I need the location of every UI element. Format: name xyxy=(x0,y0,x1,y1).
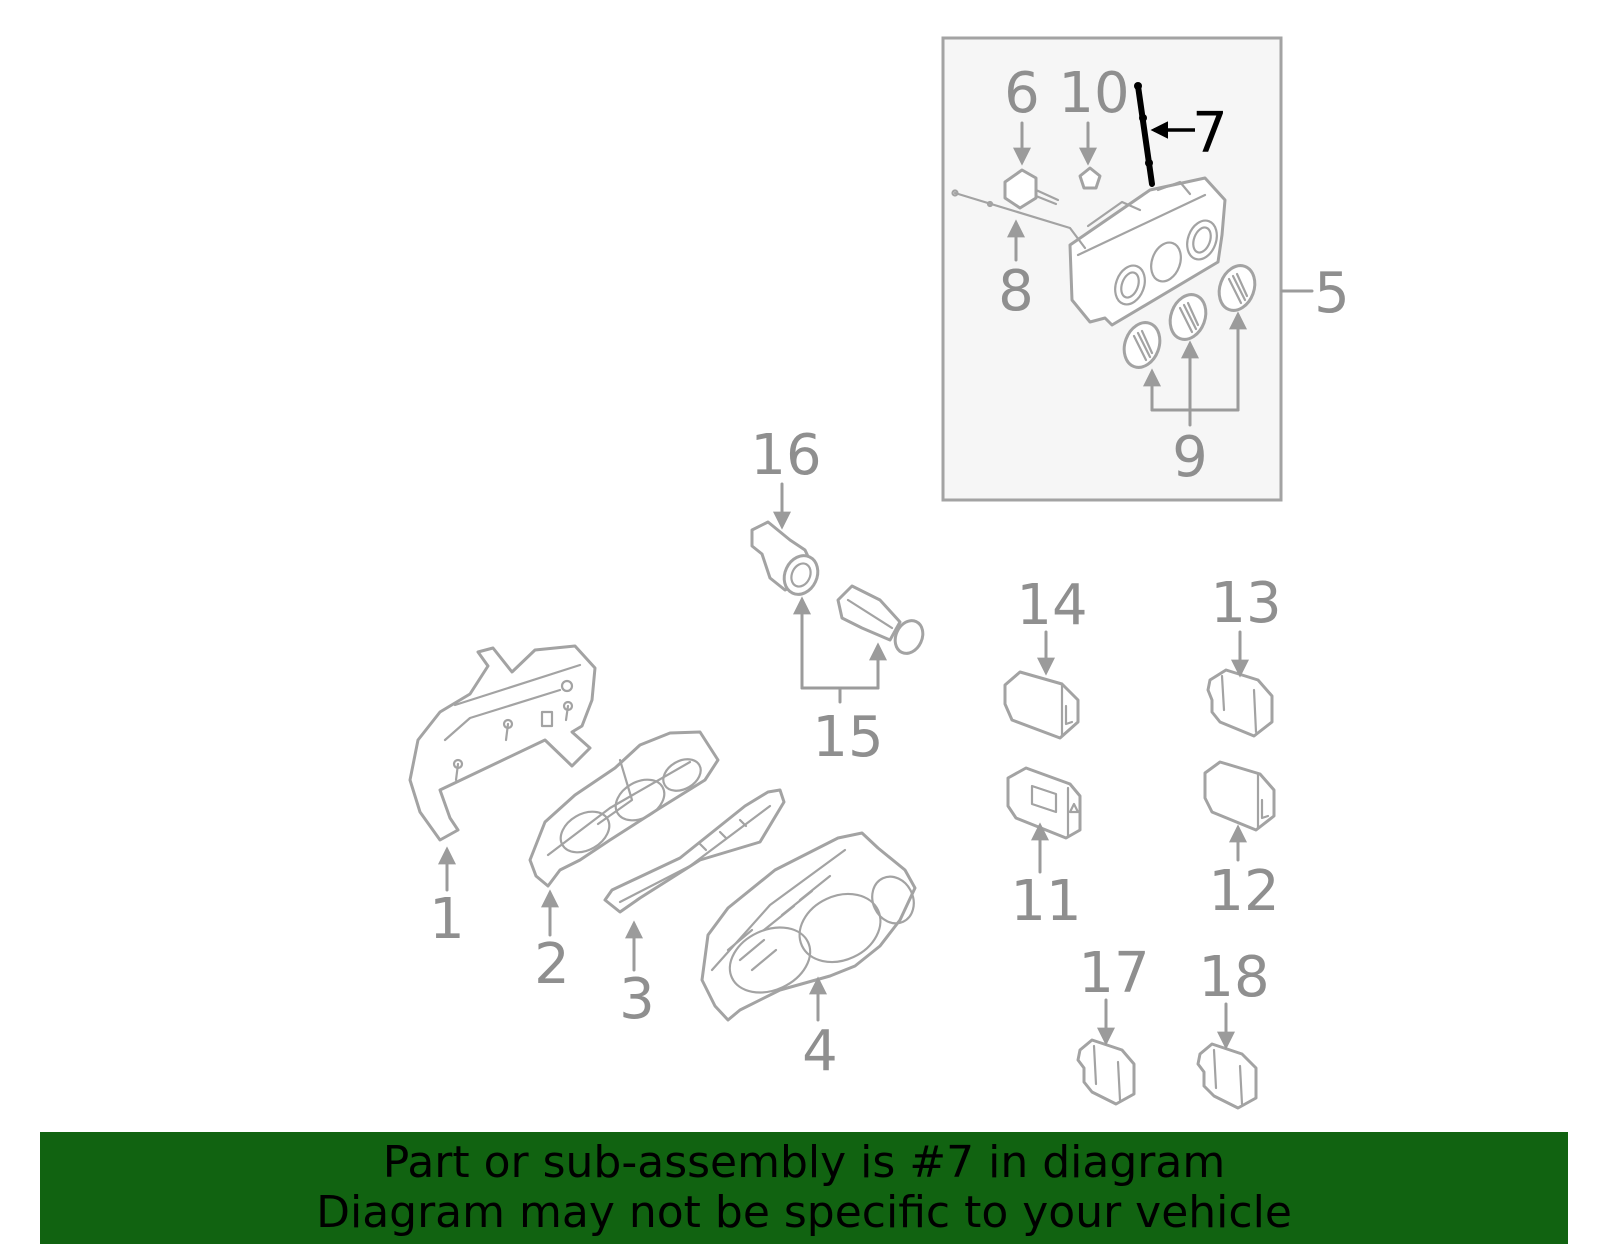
callout-4: 4 xyxy=(802,1019,838,1084)
callout-12: 12 xyxy=(1208,859,1279,924)
part-16-socket xyxy=(750,520,820,596)
callout-11: 11 xyxy=(1010,869,1081,934)
callout-6: 6 xyxy=(1004,61,1040,126)
callout-18: 18 xyxy=(1198,945,1269,1010)
banner-line-disclaimer: Diagram may not be specific to your vehi… xyxy=(316,1187,1292,1238)
part-4-cluster-bezel xyxy=(700,831,917,1022)
part-12-switch xyxy=(1203,760,1276,832)
part-15-lighter xyxy=(836,584,925,655)
part-14-switch xyxy=(1003,670,1080,740)
part-10-clip xyxy=(1078,166,1102,190)
banner-line-part-number: Part or sub-assembly is #7 in diagram xyxy=(382,1137,1226,1188)
part-1-cluster-housing xyxy=(408,644,597,842)
part-5-control-panel xyxy=(1068,176,1227,327)
part-3-lens-trim xyxy=(603,788,786,914)
callout-9: 9 xyxy=(1172,425,1208,490)
callout-14: 14 xyxy=(1016,573,1087,638)
part-2-cluster-frame xyxy=(528,730,720,888)
part-9-knobs xyxy=(1122,264,1257,369)
part-17-switch xyxy=(1076,1038,1136,1106)
part-13-switch xyxy=(1206,668,1274,738)
part-18-switch xyxy=(1196,1042,1258,1110)
callout-10: 10 xyxy=(1058,61,1129,126)
callout-3: 3 xyxy=(619,967,655,1032)
callout-1: 1 xyxy=(429,887,465,952)
callout-7-highlighted: 7 xyxy=(1192,101,1228,166)
callout-13: 13 xyxy=(1210,571,1281,636)
callout-17: 17 xyxy=(1078,941,1149,1006)
part-11-switch xyxy=(1006,766,1082,840)
info-banner: Part or sub-assembly is #7 in diagram Di… xyxy=(40,1132,1568,1244)
part-6-switch xyxy=(1003,168,1060,210)
callout-2: 2 xyxy=(534,932,570,997)
callout-15: 15 xyxy=(812,705,883,770)
callout-5: 5 xyxy=(1314,261,1350,326)
callout-16: 16 xyxy=(750,423,821,488)
part-8-cable xyxy=(953,191,1087,250)
callout-8: 8 xyxy=(998,259,1034,324)
part-7-cable-highlighted xyxy=(1134,82,1155,187)
